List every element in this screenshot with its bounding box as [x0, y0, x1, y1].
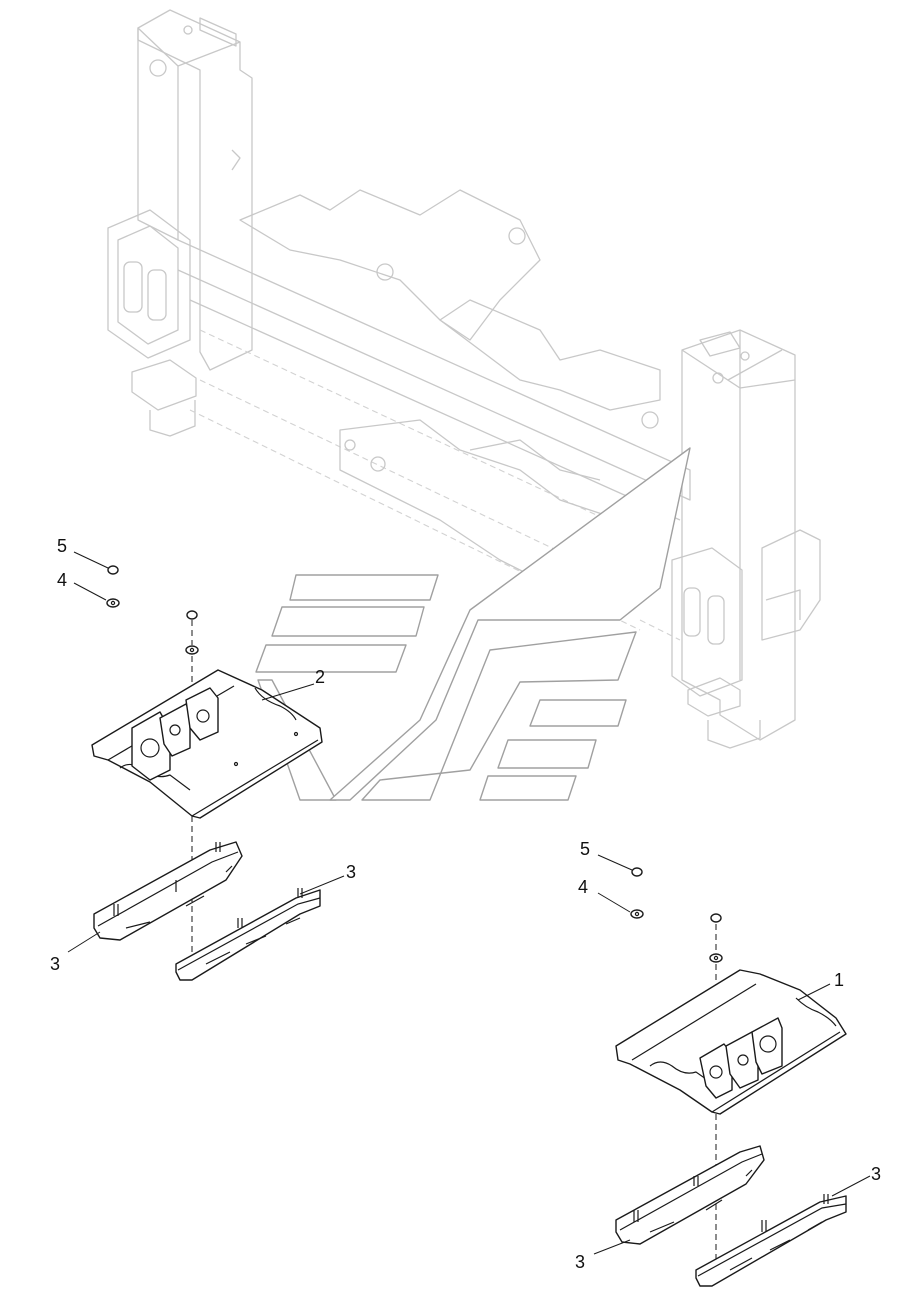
leader-lines — [67, 551, 871, 1255]
pad-right-2 — [695, 1195, 847, 1287]
nut-left — [107, 565, 119, 575]
callout-3-right-lower: 3 — [575, 1252, 585, 1272]
machine-frame — [107, 9, 821, 749]
chevron-logo-watermark — [255, 447, 691, 801]
right-assembly — [615, 867, 847, 1287]
callout-3-right-upper: 3 — [871, 1164, 881, 1184]
callout-5-left: 5 — [57, 536, 67, 556]
left-assembly — [91, 565, 323, 981]
callout-3-left-lower: 3 — [50, 954, 60, 974]
callout-5-right: 5 — [580, 839, 590, 859]
washer-left — [106, 598, 120, 608]
washer-right — [630, 909, 644, 919]
bracket-1 — [615, 969, 847, 1115]
bracket-2 — [91, 669, 323, 819]
callout-4-right: 4 — [578, 877, 588, 897]
callout-3-left-upper: 3 — [346, 862, 356, 882]
pad-left-2 — [175, 889, 321, 981]
callout-1: 1 — [834, 970, 844, 990]
pad-right-1 — [615, 1145, 765, 1245]
pad-left-1 — [93, 841, 243, 941]
callout-2: 2 — [315, 667, 325, 687]
callouts: 5 4 2 3 3 5 4 1 3 3 — [50, 536, 881, 1272]
nut-right — [631, 867, 643, 877]
callout-4-left: 4 — [57, 570, 67, 590]
